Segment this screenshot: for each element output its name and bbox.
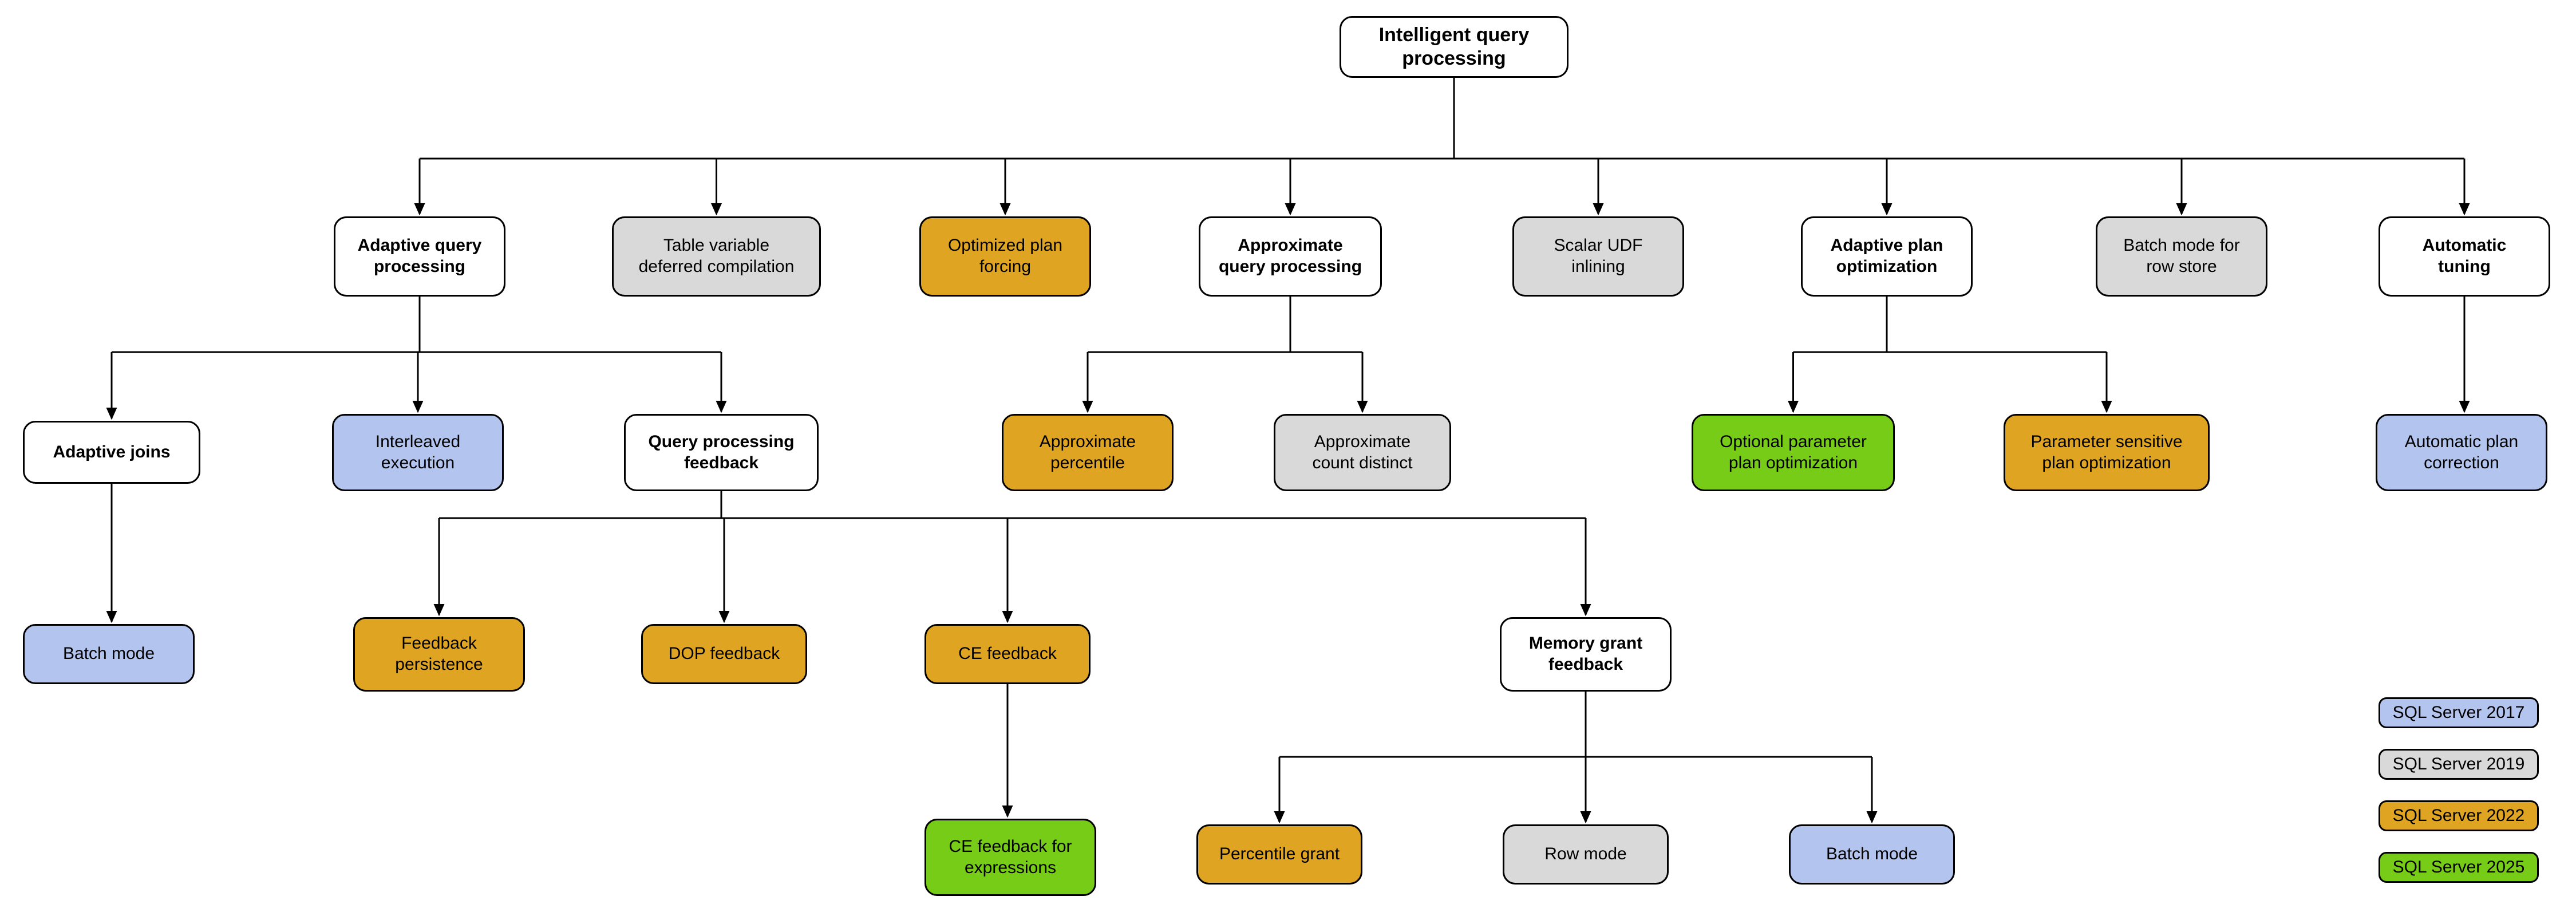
node-tvdc[interactable]: Table variable deferred compilation	[612, 216, 821, 297]
node-opf[interactable]: Optimized plan forcing	[919, 216, 1091, 297]
node-udf[interactable]: Scalar UDF inlining	[1512, 216, 1684, 297]
node-adjoins[interactable]: Adaptive joins	[23, 421, 200, 484]
legend-item-sql-server-2022: SQL Server 2022	[2379, 800, 2539, 831]
node-apo[interactable]: Adaptive plan optimization	[1801, 216, 1973, 297]
node-pspo[interactable]: Parameter sensitive plan optimization	[2004, 414, 2210, 491]
node-bmrs[interactable]: Batch mode for row store	[2096, 216, 2267, 297]
node-apctile[interactable]: Approximate percentile	[1002, 414, 1174, 491]
node-root[interactable]: Intelligent query processing	[1340, 16, 1568, 78]
node-fbpersist[interactable]: Feedback persistence	[353, 617, 525, 692]
legend-item-sql-server-2025: SQL Server 2025	[2379, 852, 2539, 883]
node-rowmode[interactable]: Row mode	[1503, 824, 1669, 885]
node-cefbexpr[interactable]: CE feedback for expressions	[924, 819, 1096, 896]
legend-item-sql-server-2019: SQL Server 2019	[2379, 749, 2539, 780]
node-autotune[interactable]: Automatic tuning	[2379, 216, 2550, 297]
node-dopfb[interactable]: DOP feedback	[641, 624, 807, 684]
node-aqp[interactable]: Adaptive query processing	[334, 216, 505, 297]
node-batchmode2[interactable]: Batch mode	[1789, 824, 1955, 885]
node-approxqp[interactable]: Approximate query processing	[1199, 216, 1382, 297]
node-acdistinct[interactable]: Approximate count distinct	[1274, 414, 1451, 491]
node-cefb[interactable]: CE feedback	[924, 624, 1091, 684]
node-pctgrant[interactable]: Percentile grant	[1196, 824, 1362, 885]
legend-item-sql-server-2017: SQL Server 2017	[2379, 697, 2539, 728]
node-oppo[interactable]: Optional parameter plan optimization	[1692, 414, 1895, 491]
node-batchmode1[interactable]: Batch mode	[23, 624, 195, 684]
node-interleav[interactable]: Interleaved execution	[332, 414, 504, 491]
node-qpf[interactable]: Query processing feedback	[624, 414, 819, 491]
node-apc[interactable]: Automatic plan correction	[2376, 414, 2547, 491]
node-mgf[interactable]: Memory grant feedback	[1500, 617, 1672, 692]
